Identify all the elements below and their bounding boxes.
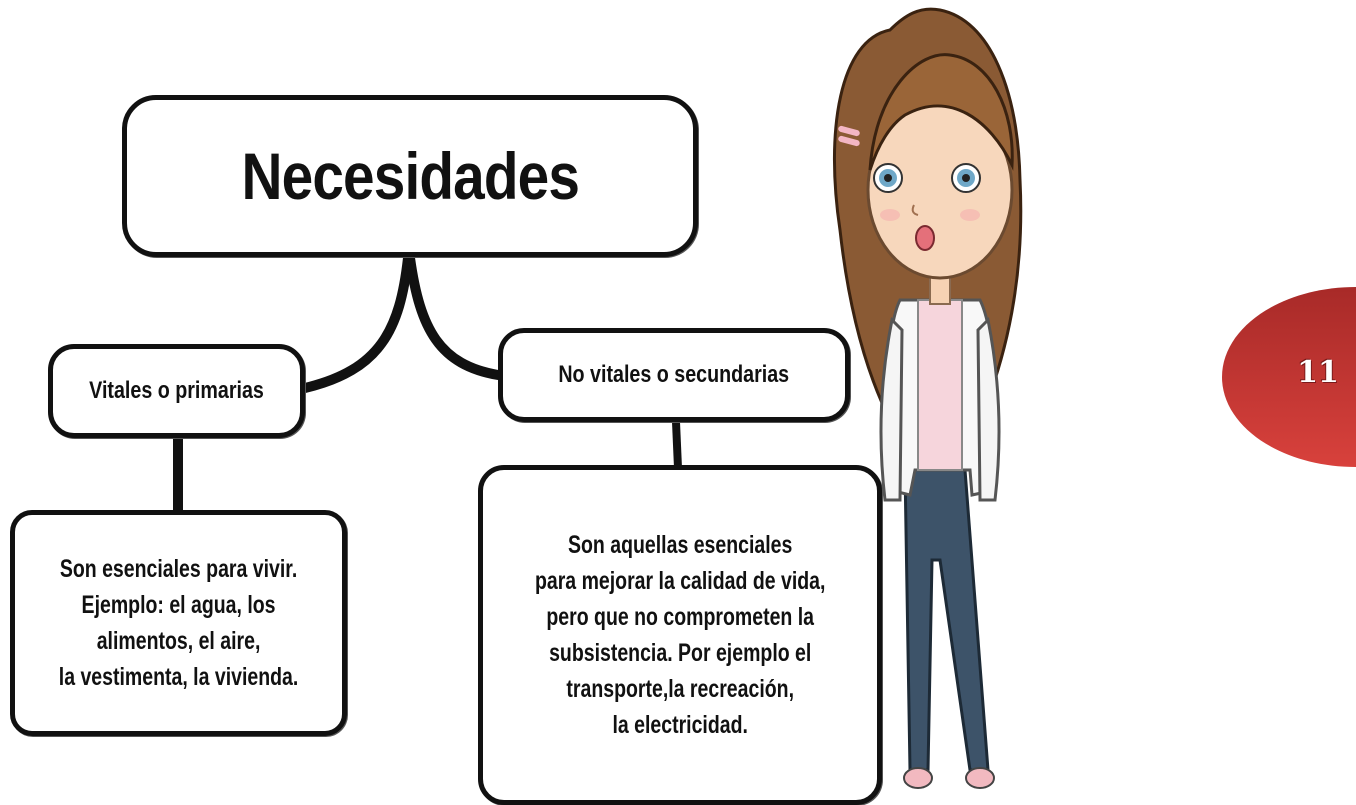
right-arm [976,316,1001,502]
title-node: Necesidades [122,95,698,257]
page-number: 11 [1297,355,1339,390]
right-shoe [965,767,995,789]
connector-title-to-vital [300,253,413,393]
vital-label: Vitales o primarias [89,377,264,404]
connector-title-to-novital [405,253,503,380]
shirt [917,299,963,471]
novital-label: No vitales o secundarias [558,361,790,388]
novital-node: No vitales o secundarias [498,328,850,422]
hair-bangs [868,53,1014,171]
vital-description-node: Son esenciales para vivir. Ejemplo: el a… [10,510,347,736]
novital-description-node: Son aquellas esenciales para mejorar la … [478,465,882,805]
left-shoe [903,767,933,789]
connector-novital-to-desc [672,421,682,469]
vital-description: Son esenciales para vivir. Ejemplo: el a… [58,555,299,691]
nose [911,204,919,216]
left-arm [879,316,904,502]
legs [903,468,990,772]
mouth [915,225,935,251]
title-text: Necesidades [241,139,579,213]
page-badge-shape [1222,287,1356,467]
hair-clip [838,125,860,137]
cartoon-girl-illustration [832,7,1023,789]
novital-description: Son aquellas esenciales para mejorar la … [534,531,826,739]
vital-node: Vitales o primarias [48,344,305,438]
